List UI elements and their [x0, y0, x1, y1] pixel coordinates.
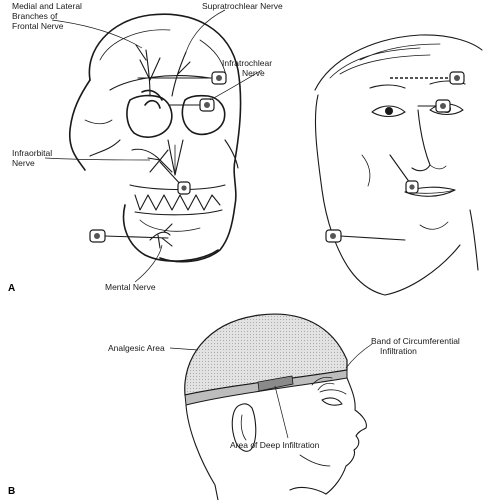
infratrochlear-nerve-label-line2: Nerve — [242, 68, 265, 78]
labels-panel-a: Medial and Lateral Branches of Frontal N… — [8, 1, 283, 294]
needles-skull — [89, 71, 227, 243]
syringe-hub-icon — [449, 71, 465, 85]
infraorbital-nerve-label-line2: Nerve — [12, 158, 35, 168]
leader-lines-a — [44, 9, 263, 283]
frontal-nerve-label-line1: Medial and Lateral — [12, 1, 82, 11]
nerve-branches — [131, 44, 191, 249]
needles-face — [325, 71, 465, 243]
band-label-line2: Infiltration — [380, 346, 417, 356]
panel-b-letter: B — [8, 486, 15, 497]
skull-drawing — [68, 13, 242, 263]
syringe-hub-icon — [325, 229, 342, 243]
band-label-line1: Band of Circumferential — [371, 336, 460, 346]
syringe-hub-icon — [177, 181, 191, 195]
infraorbital-nerve-label-line1: Infraorbital — [12, 148, 52, 158]
frontal-nerve-label-line2: Branches of — [12, 11, 58, 21]
head-profile-drawing — [184, 313, 367, 500]
leader-lines-b — [169, 343, 373, 439]
supratrochlear-nerve-label: Supratrochlear Nerve — [202, 1, 283, 11]
analgesic-area-label: Analgesic Area — [108, 343, 165, 353]
syringe-hub-icon — [211, 71, 227, 85]
syringe-hub-icon — [405, 180, 419, 194]
infratrochlear-nerve-label-line1: Infratrochlear — [222, 58, 272, 68]
labels-panel-b: Analgesic Area Band of Circumferential I… — [8, 336, 460, 497]
deep-infiltration-label: Area of Deep Infiltration — [230, 440, 320, 450]
syringe-hub-icon — [199, 98, 215, 112]
panel-a-letter: A — [8, 283, 15, 294]
mental-nerve-label: Mental Nerve — [105, 282, 156, 292]
syringe-hub-icon — [89, 229, 106, 243]
syringe-hub-icon — [435, 99, 451, 113]
frontal-nerve-label-line3: Frontal Nerve — [12, 21, 64, 31]
